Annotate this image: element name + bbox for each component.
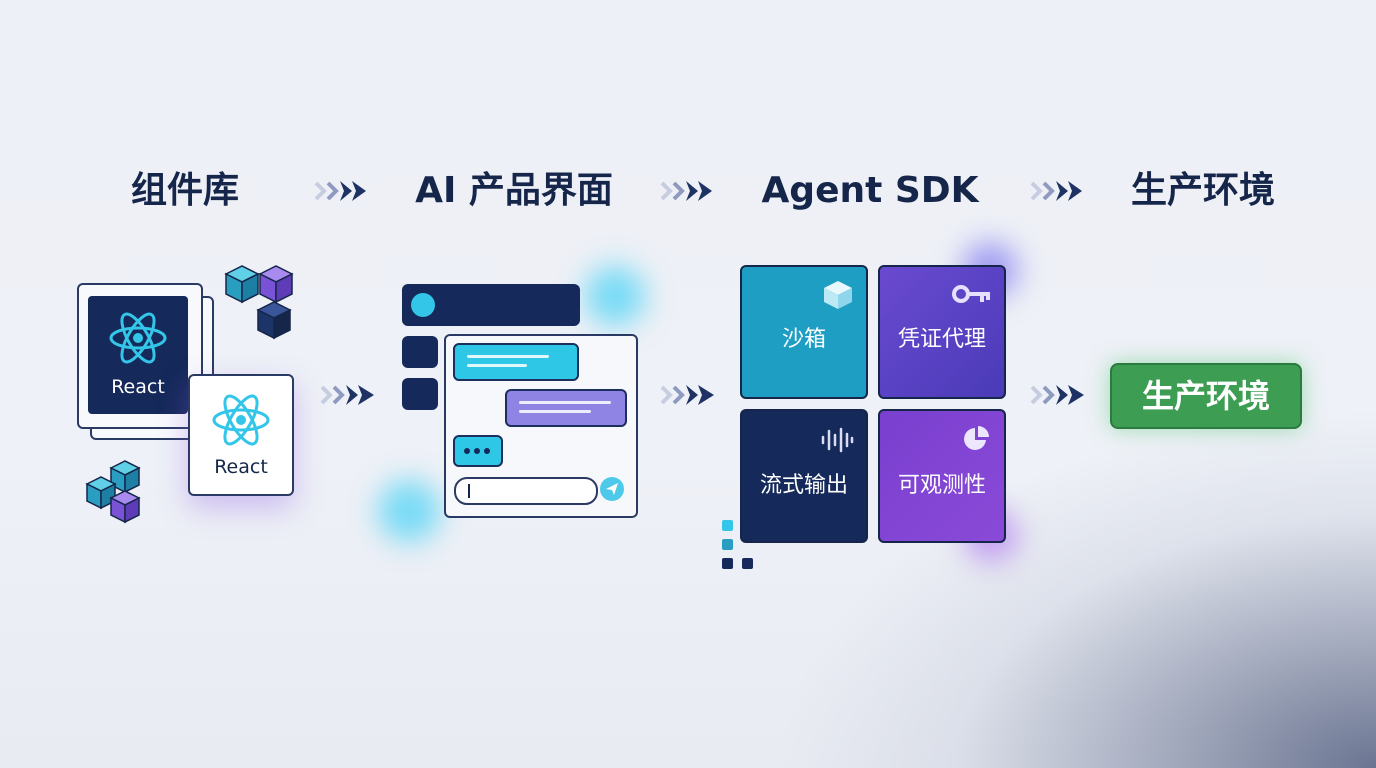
tile-sandbox-label: 沙箱 [781, 327, 826, 352]
production-environment-box: 生产环境 [1110, 363, 1302, 429]
cube-icon [85, 460, 141, 524]
glow-cyan-top [585, 266, 645, 326]
key-icon [952, 285, 990, 303]
production-environment-label: 生产环境 [1141, 377, 1270, 415]
avatar [411, 293, 435, 317]
sidebar-block-2 [402, 378, 438, 410]
send-icon[interactable] [599, 476, 625, 502]
pixel-square [722, 520, 733, 531]
react-card-dark: React [88, 296, 188, 414]
tile-observability-label: 可观测性 [897, 473, 986, 498]
cube-icon [224, 265, 294, 340]
stage-title-ai-ui: AI 产品界面 [415, 170, 613, 211]
react-atom-icon [212, 394, 270, 446]
title-arrow-1 [314, 181, 366, 201]
message-bubble-outgoing [505, 389, 627, 427]
tile-streaming-label: 流式输出 [759, 473, 848, 498]
flow-arrow-2 [660, 385, 714, 405]
title-arrow-3 [1030, 181, 1082, 201]
waveform-icon [821, 427, 854, 453]
pixel-square [722, 539, 733, 550]
sidebar-block-1 [402, 336, 438, 368]
chat-input[interactable] [454, 477, 598, 505]
tile-credential-proxy: 凭证代理 [878, 265, 1006, 399]
pixel-square [722, 558, 733, 569]
glow-cyan-bottom [378, 480, 440, 542]
react-card-light: React [188, 374, 294, 496]
pixel-square [742, 558, 753, 569]
pie-chart-icon [964, 426, 989, 450]
stage-title-agent-sdk: Agent SDK [761, 170, 979, 211]
typing-dots-icon [453, 435, 503, 467]
stage-title-production: 生产环境 [1130, 170, 1275, 211]
tile-observability: 可观测性 [878, 409, 1006, 543]
react-card-dark-label: React [111, 376, 165, 398]
title-arrow-2 [660, 181, 712, 201]
react-atom-icon [109, 312, 167, 364]
header-bar [402, 284, 580, 326]
flow-arrow-1 [320, 385, 374, 405]
stage-title-component-library: 组件库 [130, 170, 239, 211]
box-icon [824, 281, 852, 309]
react-card-light-label: React [214, 456, 268, 478]
tile-streaming: 流式输出 [740, 409, 868, 543]
flow-arrow-3 [1030, 385, 1084, 405]
message-bubble-incoming [453, 343, 579, 381]
tile-sandbox: 沙箱 [740, 265, 868, 399]
tile-credential-proxy-label: 凭证代理 [897, 327, 986, 352]
